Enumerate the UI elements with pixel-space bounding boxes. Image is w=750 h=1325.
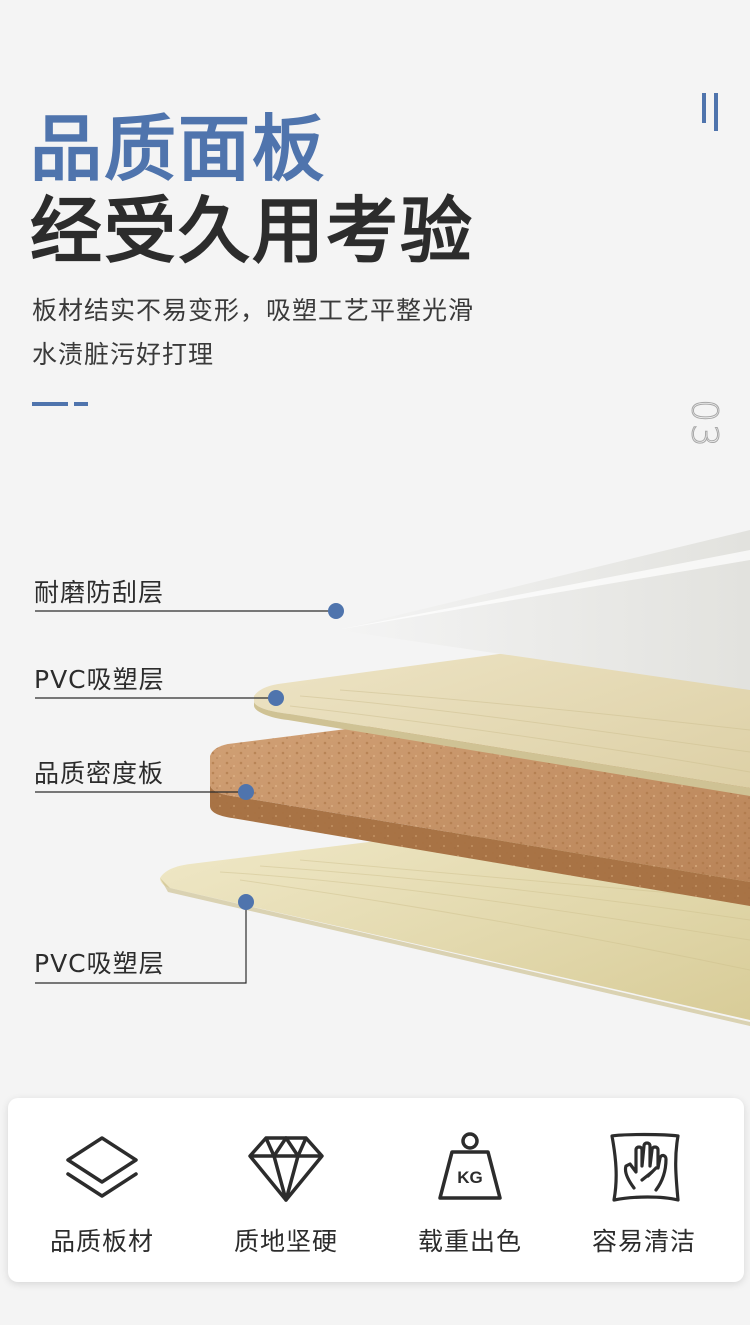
description-line-2: 水渍脏污好打理 (32, 340, 215, 369)
decor-bar-right (714, 93, 718, 131)
layer-label-wear: 耐磨防刮层 (34, 578, 165, 607)
layer-markers (238, 603, 344, 910)
decor-bar-left (702, 93, 706, 123)
layer-label-mdf: 品质密度板 (34, 759, 165, 788)
marker-pvc-bottom (238, 894, 254, 910)
wear-film-layer (336, 530, 750, 690)
feature-label: 质地坚硬 (233, 1227, 338, 1256)
layer-label-pvc-top: PVC吸塑层 (34, 665, 165, 694)
feature-hard-texture: 质地坚硬 (194, 1128, 378, 1268)
kg-label: KG (457, 1168, 483, 1187)
feature-load-bearing: KG 载重出色 (378, 1128, 562, 1268)
page-number: 03 (683, 399, 725, 450)
cleaning-hand-icon (610, 1132, 680, 1202)
headline-primary: 品质面板 (30, 107, 327, 191)
board-layers-illustration (35, 530, 750, 1026)
description-line-1: 板材结实不易变形，吸塑工艺平整光滑 (32, 296, 475, 325)
diamond-icon (248, 1136, 324, 1202)
feature-easy-clean: 容易清洁 (552, 1128, 736, 1268)
feature-label: 容易清洁 (591, 1227, 696, 1256)
kg-weight-icon: KG (438, 1132, 502, 1200)
layers-icon (66, 1136, 138, 1198)
leader-lines (35, 610, 336, 984)
accent-dash-short (74, 402, 88, 406)
accent-dash-long (32, 402, 68, 406)
headline-secondary: 经受久用考验 (30, 189, 475, 273)
layer-label-pvc-bottom: PVC吸塑层 (34, 949, 165, 978)
feature-card: 品质板材 质地坚硬 KG 载重出色 (8, 1098, 744, 1282)
marker-mdf (238, 784, 254, 800)
feature-label: 载重出色 (417, 1227, 522, 1256)
marker-wear-layer (328, 603, 344, 619)
feature-quality-board: 品质板材 (10, 1128, 194, 1268)
feature-label: 品质板材 (49, 1227, 154, 1256)
marker-pvc-top (268, 690, 284, 706)
